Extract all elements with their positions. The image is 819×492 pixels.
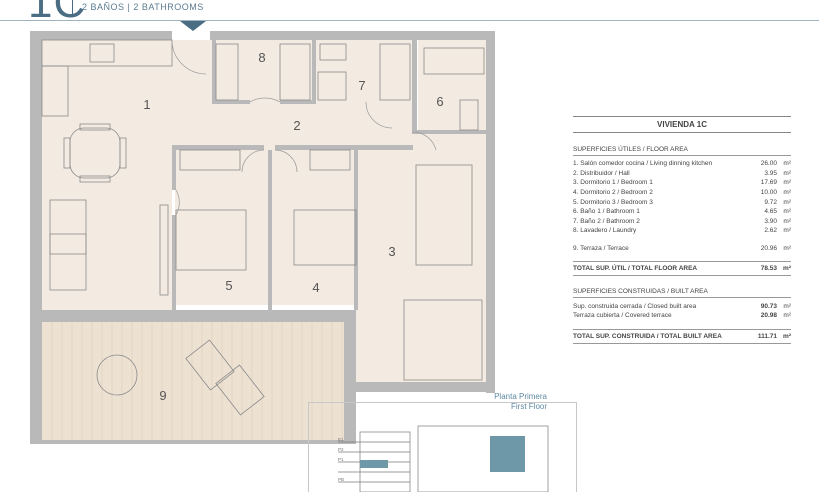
room-number-9: 9 [159, 388, 166, 403]
floor-label-es: Planta Primera [494, 392, 547, 401]
room-number-7: 7 [358, 78, 365, 93]
room-number-6: 6 [436, 94, 443, 109]
built-area-header: SUPERFICIES CONSTRUIDAS / BUILT AREA [573, 288, 791, 299]
areas-table: VIVIENDA 1C SUPERFICIES ÚTILES / FLOOR A… [573, 116, 791, 356]
key-plan-level: P2 [338, 447, 344, 452]
unit-title: 1C [28, 0, 87, 27]
room-number-5: 5 [225, 278, 232, 293]
table-row: Sup. construida cerrada / Closed built a… [573, 302, 791, 310]
room-number-3: 3 [388, 244, 395, 259]
room-labels: 1 2 3 4 5 6 7 8 9 [137, 50, 444, 403]
floor-label: Planta Primera First Floor [470, 392, 547, 412]
room-number-2: 2 [293, 118, 300, 133]
unit-subtitle: 2 BAÑOS | 2 BATHROOMS [82, 2, 204, 12]
floor-label-en: First Floor [511, 402, 547, 411]
key-plan-highlight-plan [490, 436, 525, 472]
entrance-marker [180, 21, 206, 31]
header-rule [0, 20, 819, 21]
header-divider [72, 0, 73, 14]
total-built-row: TOTAL SUP. CONSTRUIDA / TOTAL BUILT AREA… [573, 328, 791, 344]
table-row: 1. Salón comedor cocina / Living dinning… [573, 160, 791, 168]
room-number-4: 4 [312, 280, 319, 295]
floor-plan: 1 2 3 4 5 6 7 8 9 [30, 21, 495, 444]
key-plan-highlight-section [360, 460, 388, 468]
key-plan: E1 P2 P1 PB [308, 402, 577, 492]
terrace-floor [42, 322, 344, 440]
key-plan-level: E1 [338, 437, 344, 442]
room-number-8: 8 [258, 50, 265, 65]
table-title: VIVIENDA 1C [573, 116, 791, 133]
key-plan-level: P1 [338, 457, 344, 462]
useful-area-header: SUPERFICIES ÚTILES / FLOOR AREA [573, 146, 791, 156]
room-number-1: 1 [143, 97, 150, 112]
key-plan-level: PB [338, 477, 344, 482]
